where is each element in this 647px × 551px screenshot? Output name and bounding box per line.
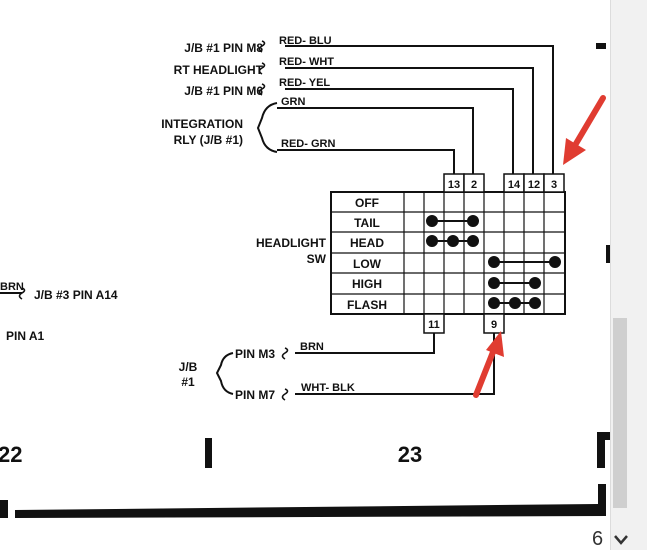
wire-red-yel [285, 88, 514, 175]
scrollbar-thumb[interactable] [613, 318, 627, 508]
wiring-diagram: J/B #1 PIN M8 RED- BLU RT HEADLIGHT RED-… [0, 35, 610, 518]
label-jb-number: #1 [181, 375, 195, 389]
terminal-3: 3 [551, 179, 557, 191]
red-arrow-bottom [473, 344, 498, 398]
position-head: HEAD [350, 236, 384, 250]
terminal-13: 13 [448, 179, 460, 191]
terminal-14: 14 [508, 179, 521, 191]
wire-red-grn [277, 149, 455, 175]
position-off: OFF [355, 196, 379, 210]
label-rt-headlight: RT HEADLIGHT [174, 63, 264, 77]
integration-brace [256, 102, 278, 153]
wire-grn [277, 107, 474, 175]
label-jb3-a14: J/B #3 PIN A14 [34, 288, 118, 302]
label-wht-blk: WHT- BLK [301, 382, 355, 394]
wire-brn-m3 [295, 333, 435, 354]
diagram-viewer: J/B #1 PIN M8 RED- BLU RT HEADLIGHT RED-… [0, 35, 610, 518]
label-red-blu: RED- BLU [279, 35, 332, 47]
terminal-9: 9 [491, 319, 497, 331]
label-brn-left: BRN [0, 281, 24, 293]
label-pin-m3: PIN M3 [235, 347, 275, 361]
page-indicator: 6 [592, 528, 604, 550]
terminal-12: 12 [528, 179, 540, 191]
wire-red-wht [285, 67, 534, 175]
label-jb1-m8: J/B #1 PIN M8 [184, 41, 263, 55]
terminal-2: 2 [471, 179, 477, 191]
label-integration: INTEGRATION [161, 117, 243, 131]
page-number-22: 22 [0, 442, 22, 467]
label-integration-rly: RLY (J/B #1) [174, 133, 243, 147]
page-number-23: 23 [398, 442, 422, 467]
position-low: LOW [353, 257, 382, 271]
label-pin-m7: PIN M7 [235, 388, 275, 402]
label-headlight: HEADLIGHT [256, 236, 327, 250]
red-arrow-top [571, 95, 606, 150]
label-jb: J/B [179, 360, 198, 374]
vertical-scrollbar[interactable] [610, 0, 647, 550]
chevron-down-icon[interactable] [613, 533, 629, 547]
switch-grid [330, 191, 566, 315]
wire-red-blu [285, 45, 554, 175]
position-high: HIGH [352, 277, 382, 291]
label-brn-m3: BRN [300, 341, 324, 353]
terminal-11: 11 [428, 319, 440, 331]
jb1-brace [215, 352, 234, 395]
label-red-grn: RED- GRN [281, 138, 335, 150]
label-red-yel: RED- YEL [279, 77, 330, 89]
label-jb1-m6: J/B #1 PIN M6 [184, 84, 263, 98]
label-sw: SW [307, 252, 327, 266]
label-pin-a1: PIN A1 [6, 329, 45, 343]
label-red-wht: RED- WHT [279, 56, 334, 68]
label-grn: GRN [281, 96, 306, 108]
position-tail: TAIL [354, 216, 380, 230]
position-flash: FLASH [347, 298, 387, 312]
